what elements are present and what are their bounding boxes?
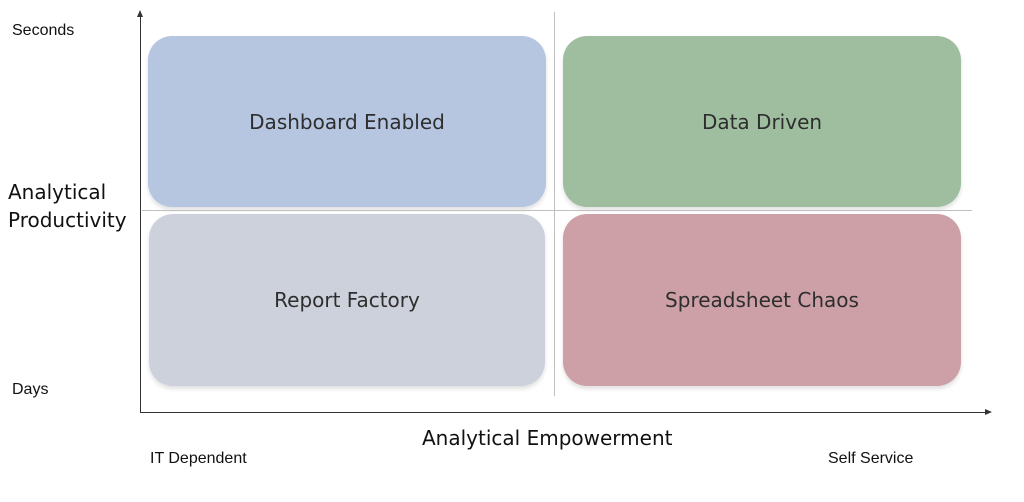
quadrant-dashboard-enabled-label: Dashboard Enabled: [249, 109, 445, 134]
y-axis-title-line2: Productivity: [8, 208, 127, 232]
x-axis-arrow-icon: [985, 409, 992, 415]
y-axis-title-line1: Analytical: [8, 180, 107, 204]
y-axis-bottom-label: Days: [12, 381, 49, 398]
y-axis-line: [140, 16, 141, 412]
quadrant-data-driven-label: Data Driven: [701, 109, 823, 134]
quadrant-spreadsheet-chaos: Spreadsheet Chaos: [563, 214, 961, 386]
y-axis-title: Analytical Productivity: [8, 178, 127, 234]
x-axis-left-label: IT Dependent: [150, 450, 247, 467]
quadrant-dashboard-enabled: Dashboard Enabled: [148, 36, 546, 207]
y-axis-top-label: Seconds: [12, 22, 75, 39]
y-axis-arrow-icon: [137, 10, 143, 17]
horizontal-divider: [142, 210, 972, 211]
quadrant-spreadsheet-chaos-label: Spreadsheet Chaos: [665, 288, 859, 312]
quadrant-report-factory: Report Factory: [149, 214, 545, 386]
quadrant-report-factory-label: Report Factory: [274, 288, 420, 312]
x-axis-line: [140, 412, 986, 413]
x-axis-title: Analytical Empowerment: [422, 426, 673, 450]
vertical-divider: [554, 12, 555, 396]
quadrant-data-driven: Data Driven: [563, 36, 961, 207]
x-axis-right-label: Self Service: [828, 450, 914, 467]
